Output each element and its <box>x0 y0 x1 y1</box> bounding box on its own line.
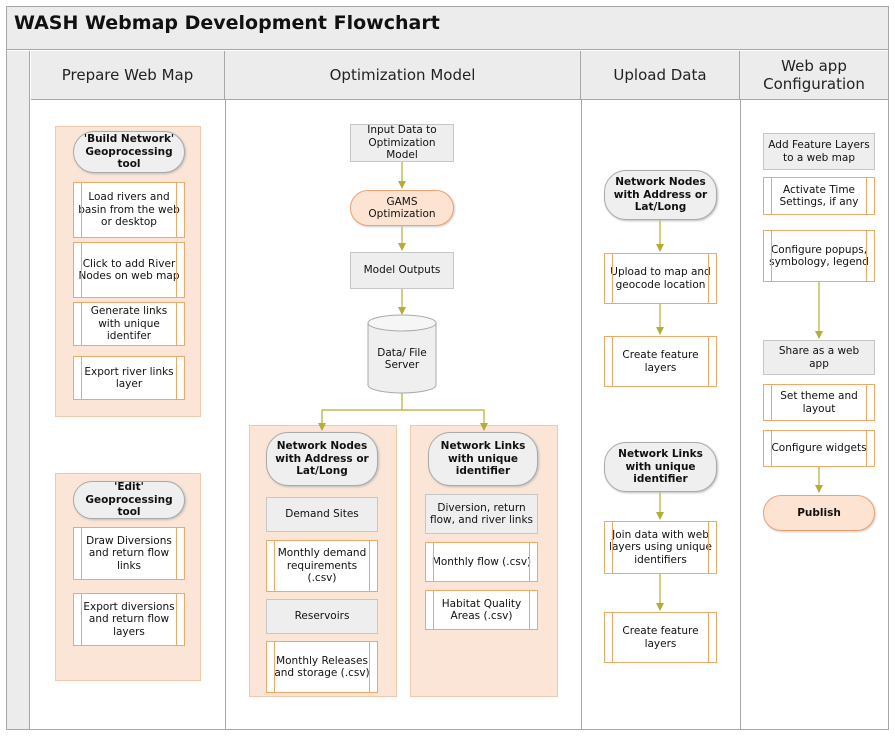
monthly-demand-box: Monthly demand requirements (.csv) <box>266 540 378 592</box>
lane-header-prepare-web-map: Prepare Web Map <box>31 51 225 100</box>
lane-header-web-app-configuration: Web app Configuration <box>740 51 888 100</box>
habitat-quality-box: Habitat Quality Areas (.csv) <box>425 590 538 630</box>
add-river-nodes-step: Click to add River Nodes on web map <box>73 242 185 298</box>
set-theme-layout: Set theme and layout <box>763 384 875 421</box>
upload-geocode-step: Upload to map and geocode location <box>604 253 717 304</box>
monthly-releases-box: Monthly Releases and storage (.csv) <box>266 641 378 693</box>
file-server-label: Data/ File Server <box>377 346 427 372</box>
reservoirs-box: Reservoirs <box>266 599 378 634</box>
upload-network-nodes: Network Nodes with Address or Lat/Long <box>604 170 717 220</box>
input-data-box: Input Data to Optimization Model <box>350 124 454 162</box>
generate-links-step: Generate links with unique identifer <box>73 302 185 346</box>
file-server-cylinder-icon <box>367 314 437 394</box>
activate-time-settings: Activate Time Settings, if any <box>763 177 875 215</box>
export-diversions-step: Export diversions and return flow layers <box>73 593 185 646</box>
monthly-flow-box: Monthly flow (.csv) <box>425 542 538 582</box>
build-network-tool: 'Build Network' Geoprocessing tool <box>73 131 185 173</box>
model-outputs-box: Model Outputs <box>350 252 454 289</box>
lane-divider <box>581 100 582 729</box>
create-feature-layers-links: Create feature layers <box>604 612 717 663</box>
arrow-server-to-links <box>402 409 488 431</box>
lane-header-optimization-model: Optimization Model <box>225 51 581 100</box>
lane-header-upload-data: Upload Data <box>581 51 740 100</box>
create-feature-layers-nodes: Create feature layers <box>604 336 717 387</box>
publish-terminal: Publish <box>763 495 875 531</box>
network-nodes-title: Network Nodes with Address or Lat/Long <box>266 432 378 486</box>
export-river-links-step: Export river links layer <box>73 356 185 400</box>
load-rivers-step: Load rivers and basin from the web or de… <box>73 182 185 238</box>
draw-diversions-step: Draw Diversions and return flow links <box>73 527 185 580</box>
diversion-links-box: Diversion, return flow, and river links <box>425 494 538 534</box>
configure-popups: Configure popups, symbology, legend <box>763 230 875 282</box>
lane-strip <box>7 51 30 729</box>
add-feature-layers-box: Add Feature Layers to a web map <box>763 133 875 170</box>
arrow-server-to-nodes <box>318 393 403 431</box>
demand-sites-box: Demand Sites <box>266 497 378 532</box>
gams-optimization: GAMS Optimization <box>350 190 454 226</box>
lane-divider <box>740 100 741 729</box>
share-web-app-box: Share as a web app <box>763 340 875 375</box>
lane-divider <box>225 100 226 729</box>
title-bar <box>7 7 888 50</box>
edit-geoprocessing-tool: 'Edit' Geoprocessing tool <box>73 481 185 519</box>
upload-network-links: Network Links with unique identifier <box>604 442 717 492</box>
join-data-step: Join data with web layers using unique i… <box>604 521 717 574</box>
network-links-title: Network Links with unique identifier <box>428 432 538 486</box>
page-title: WASH Webmap Development Flowchart <box>14 12 440 34</box>
configure-widgets: Configure widgets <box>763 430 875 467</box>
